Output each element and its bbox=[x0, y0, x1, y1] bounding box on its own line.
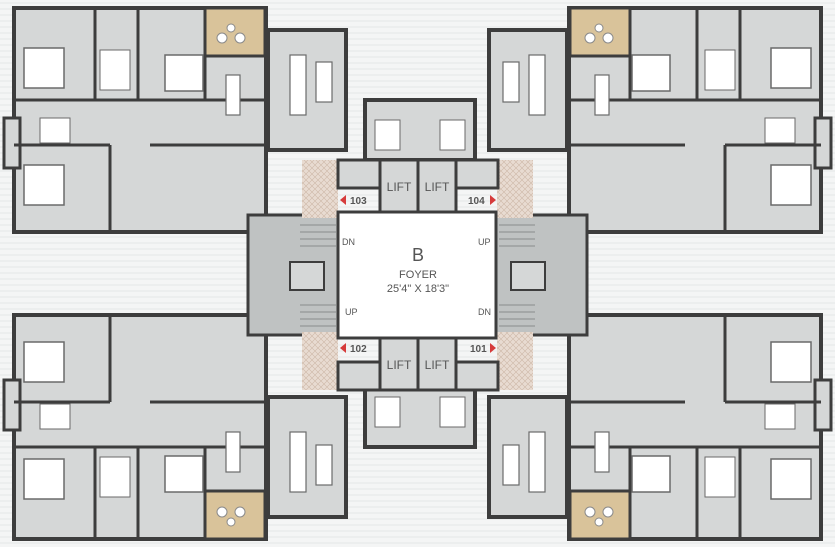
shaft-top-right bbox=[454, 158, 500, 190]
stair-label: DN bbox=[342, 237, 355, 247]
stair-label: UP bbox=[478, 237, 491, 247]
unit-marker-101 bbox=[490, 343, 496, 353]
shaft-bottom-left bbox=[336, 360, 382, 392]
unit-marker-104 bbox=[490, 195, 496, 205]
lift-label: LIFT bbox=[387, 180, 412, 194]
lobby-tiles-top-left bbox=[302, 160, 338, 218]
stair-label: UP bbox=[345, 307, 358, 317]
lift-bottom-right bbox=[416, 336, 458, 392]
lobby-tiles-bottom-right bbox=[497, 332, 533, 390]
lift-top-right bbox=[416, 158, 458, 214]
lift-label: LIFT bbox=[425, 358, 450, 372]
shaft-bottom-right bbox=[454, 360, 500, 392]
foyer-label: FOYER bbox=[399, 269, 437, 281]
side-bay-right-top bbox=[813, 116, 833, 170]
balcony-top-left bbox=[203, 6, 267, 58]
side-bay-right-bottom bbox=[813, 378, 833, 432]
living-furniture bbox=[289, 54, 546, 493]
unit-number-104: 104 bbox=[468, 196, 485, 207]
lift-label: LIFT bbox=[387, 358, 412, 372]
dining-tables bbox=[225, 74, 610, 473]
balcony-bottom-left bbox=[203, 489, 267, 541]
unit-number-102: 102 bbox=[350, 344, 367, 355]
interior-walls bbox=[14, 8, 821, 539]
block-label: B bbox=[412, 245, 424, 265]
stair-label: DN bbox=[478, 307, 491, 317]
stair-landing-right bbox=[510, 261, 546, 291]
foyer-size: 25'4" X 18'3" bbox=[387, 283, 449, 295]
balcony-bottom-right bbox=[568, 489, 632, 541]
foyer bbox=[336, 210, 498, 340]
side-bay-left-top bbox=[2, 116, 22, 170]
balcony-top-right bbox=[568, 6, 632, 58]
unit-number-101: 101 bbox=[470, 344, 487, 355]
lobby-tiles-top-right bbox=[497, 160, 533, 218]
stair-landing-left bbox=[289, 261, 325, 291]
lobby-tiles-bottom-left bbox=[302, 332, 338, 390]
side-bay-left-bottom bbox=[2, 378, 22, 432]
unit-number-103: 103 bbox=[350, 196, 367, 207]
unit-marker-103 bbox=[340, 195, 346, 205]
unit-marker-102 bbox=[340, 343, 346, 353]
shaft-top-left bbox=[336, 158, 382, 190]
bathroom-fixtures bbox=[39, 49, 796, 498]
beds bbox=[23, 47, 812, 500]
lift-label: LIFT bbox=[425, 180, 450, 194]
